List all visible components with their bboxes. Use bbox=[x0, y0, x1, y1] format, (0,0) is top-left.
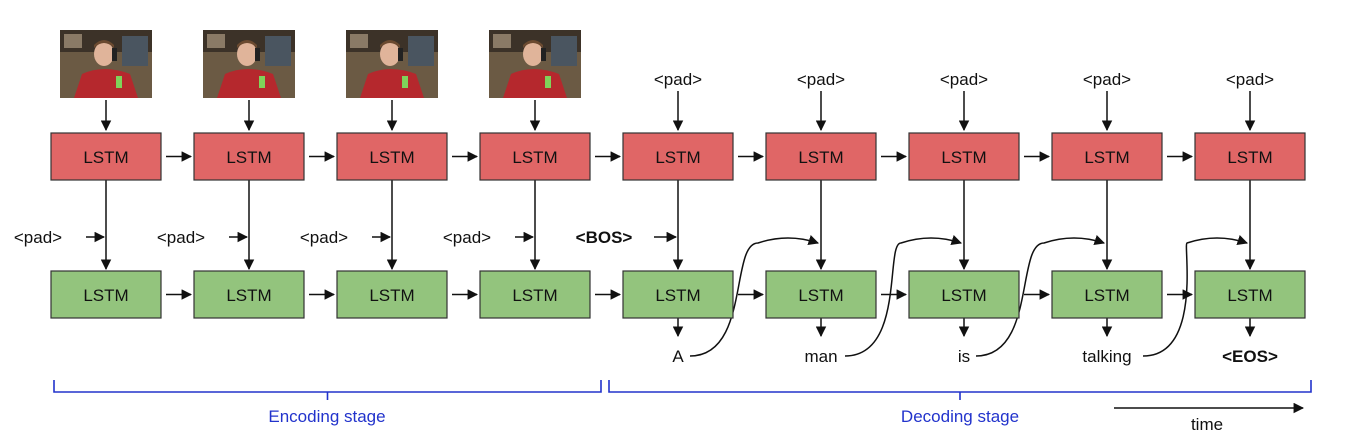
decoding-stage-label: Decoding stage bbox=[901, 407, 1019, 426]
feedback-curve bbox=[844, 235, 962, 357]
lstm-bottom-3 bbox=[336, 270, 448, 319]
lstm-top-label: LSTM bbox=[83, 148, 128, 167]
lstm-bottom-8 bbox=[1051, 270, 1163, 319]
decoding-brace bbox=[608, 380, 1312, 400]
lstm-bottom-6 bbox=[765, 270, 877, 319]
lstm-bottom-2 bbox=[193, 270, 305, 319]
frame-person-head bbox=[94, 42, 114, 66]
lstm-bottom-label: LSTM bbox=[226, 286, 271, 305]
output-word-1: A bbox=[672, 347, 684, 366]
pad-top-label: <pad> bbox=[797, 70, 845, 89]
lstm-top-4 bbox=[479, 132, 591, 181]
pad-side-label: <pad> bbox=[300, 228, 348, 247]
lstm-top-label: LSTM bbox=[369, 148, 414, 167]
lstm-top-label: LSTM bbox=[941, 148, 986, 167]
pad-top-label: <pad> bbox=[1083, 70, 1131, 89]
lstm-bottom-label: LSTM bbox=[512, 286, 557, 305]
feedback-curve bbox=[975, 235, 1105, 357]
video-frame-3 bbox=[346, 30, 438, 98]
frame-person-hair bbox=[94, 40, 114, 48]
pad-side-label: <pad> bbox=[157, 228, 205, 247]
lstm-bottom-4 bbox=[479, 270, 591, 319]
output-word-4: talking bbox=[1082, 347, 1131, 366]
lstm-bottom-label: LSTM bbox=[1084, 286, 1129, 305]
frame-phone bbox=[541, 48, 546, 61]
frame-phone bbox=[112, 48, 117, 61]
lstm-top-label: LSTM bbox=[1084, 148, 1129, 167]
frame-object bbox=[350, 34, 368, 48]
lstm-bottom-label: LSTM bbox=[83, 286, 128, 305]
frame-badge bbox=[259, 76, 265, 88]
frame-backdrop bbox=[551, 36, 577, 66]
lstm-bottom-label: LSTM bbox=[1227, 286, 1272, 305]
frame-object bbox=[207, 34, 225, 48]
lstm-bottom-7 bbox=[908, 270, 1020, 319]
output-word-2: man bbox=[804, 347, 837, 366]
lstm-top-label: LSTM bbox=[226, 148, 271, 167]
encoding-brace bbox=[53, 380, 602, 400]
lstm-bottom-label: LSTM bbox=[655, 286, 700, 305]
frame-person-hair bbox=[237, 40, 257, 48]
lstm-top-2 bbox=[193, 132, 305, 181]
feedback-curve bbox=[689, 235, 819, 357]
frame-phone bbox=[398, 48, 403, 61]
frame-badge bbox=[116, 76, 122, 88]
lstm-top-7 bbox=[908, 132, 1020, 181]
lstm-bottom-label: LSTM bbox=[369, 286, 414, 305]
lstm-top-6 bbox=[765, 132, 877, 181]
pad-top-label: <pad> bbox=[940, 70, 988, 89]
pad-top-label: <pad> bbox=[1226, 70, 1274, 89]
lstm-top-1 bbox=[50, 132, 162, 181]
frame-backdrop bbox=[408, 36, 434, 66]
output-word-3: is bbox=[958, 347, 970, 366]
lstm-bottom-label: LSTM bbox=[798, 286, 843, 305]
frame-badge bbox=[402, 76, 408, 88]
video-frame-4 bbox=[489, 30, 581, 98]
time-label: time bbox=[1191, 415, 1223, 434]
lstm-top-label: LSTM bbox=[1227, 148, 1272, 167]
bos-label: <BOS> bbox=[576, 228, 633, 247]
lstm-top-label: LSTM bbox=[655, 148, 700, 167]
encoding-stage-label: Encoding stage bbox=[268, 407, 385, 426]
frame-person-head bbox=[237, 42, 257, 66]
lstm-top-label: LSTM bbox=[798, 148, 843, 167]
video-frame-2 bbox=[203, 30, 295, 98]
pad-top-label: <pad> bbox=[654, 70, 702, 89]
pad-side-label: <pad> bbox=[14, 228, 62, 247]
lstm-bottom-1 bbox=[50, 270, 162, 319]
lstm-bottom-5 bbox=[622, 270, 734, 319]
frame-person-head bbox=[380, 42, 400, 66]
frame-person-head bbox=[523, 42, 543, 66]
lstm-top-label: LSTM bbox=[512, 148, 557, 167]
frame-person-hair bbox=[523, 40, 543, 48]
frame-backdrop bbox=[265, 36, 291, 66]
lstm-top-9 bbox=[1194, 132, 1306, 181]
frame-badge bbox=[545, 76, 551, 88]
feedback-curve bbox=[1142, 235, 1248, 357]
frame-person-hair bbox=[380, 40, 400, 48]
frame-object bbox=[64, 34, 82, 48]
lstm-top-3 bbox=[336, 132, 448, 181]
lstm-bottom-label: LSTM bbox=[941, 286, 986, 305]
frame-phone bbox=[255, 48, 260, 61]
video-frame-1 bbox=[60, 30, 152, 98]
lstm-top-8 bbox=[1051, 132, 1163, 181]
lstm-top-5 bbox=[622, 132, 734, 181]
frame-backdrop bbox=[122, 36, 148, 66]
frame-object bbox=[493, 34, 511, 48]
lstm-bottom-9 bbox=[1194, 270, 1306, 319]
output-word-5: <EOS> bbox=[1222, 347, 1278, 366]
pad-side-label: <pad> bbox=[443, 228, 491, 247]
